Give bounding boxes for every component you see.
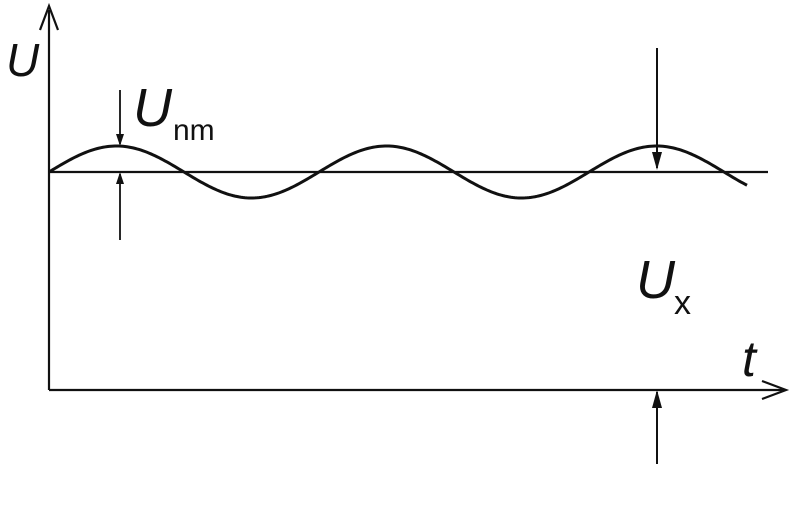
measured-voltage-marker <box>652 48 662 464</box>
x-axis-label: t <box>742 331 758 387</box>
x-axis <box>49 379 790 401</box>
noise-amplitude-subscript: nm <box>173 114 215 147</box>
noise-amplitude-marker <box>116 90 124 240</box>
arrow-up-icon <box>116 172 124 184</box>
measured-voltage-subscript: x <box>674 284 691 322</box>
y-axis <box>38 2 60 390</box>
noise-wave <box>48 144 748 200</box>
y-axis-arrow-icon <box>38 2 60 31</box>
y-axis-label: U <box>6 34 40 86</box>
measured-voltage-label: U <box>636 250 676 310</box>
noise-amplitude-label: U <box>133 78 173 138</box>
arrow-up-icon <box>652 390 662 408</box>
x-axis-arrow-icon <box>761 379 790 401</box>
arrow-down-icon <box>116 134 124 146</box>
arrow-down-icon <box>652 152 662 170</box>
